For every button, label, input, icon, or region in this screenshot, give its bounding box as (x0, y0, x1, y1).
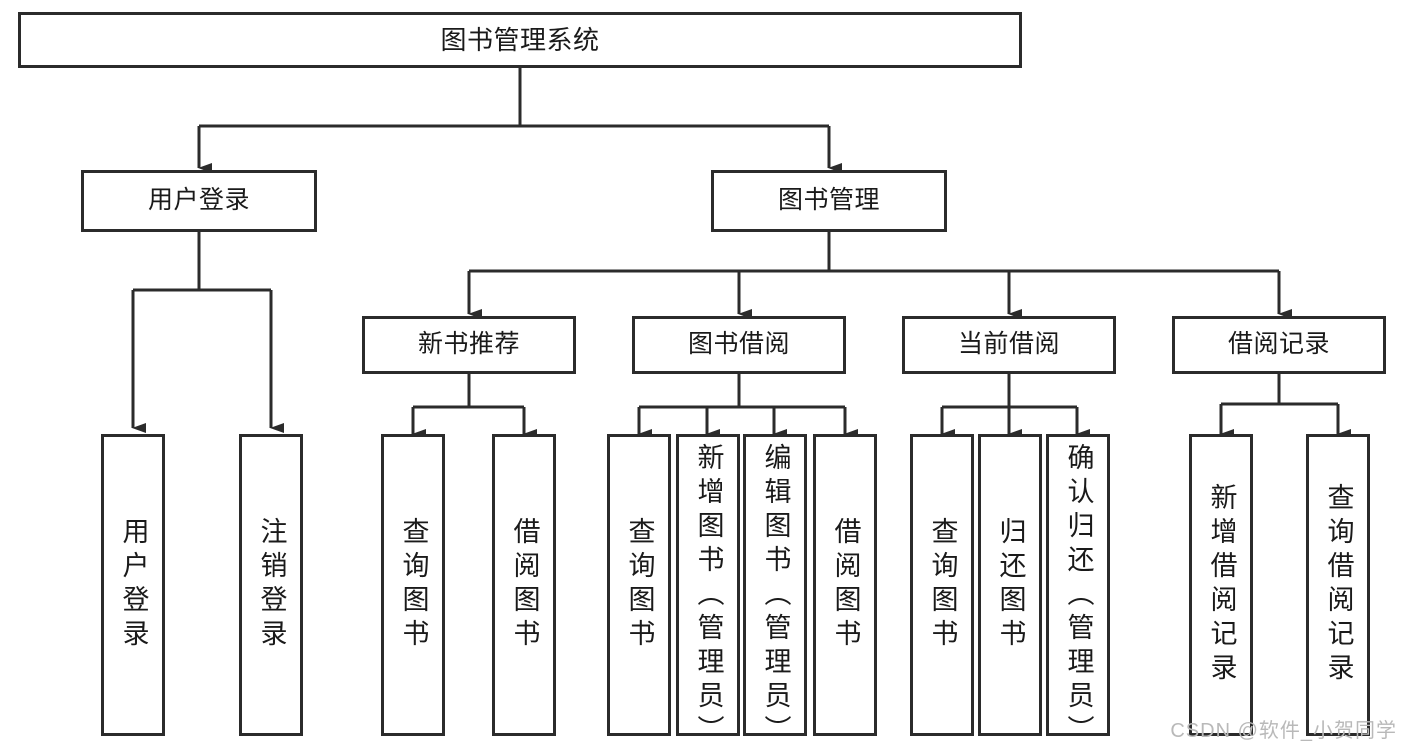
node-label: 借阅图书 (830, 517, 861, 653)
leaf-current-borrow-return-book[interactable]: 归还图书 (978, 434, 1042, 736)
node-label: 图书借阅 (687, 330, 790, 359)
node-current-borrow[interactable]: 当前借阅 (902, 316, 1116, 374)
node-label: 归还图书 (995, 517, 1026, 653)
leaf-borrow-record-query-record[interactable]: 查询借阅记录 (1306, 434, 1370, 736)
node-borrow-record[interactable]: 借阅记录 (1172, 316, 1386, 374)
node-label: 借阅记录 (1227, 330, 1330, 359)
leaf-book-borrow-query-book[interactable]: 查询图书 (607, 434, 671, 736)
leaf-current-borrow-query-book[interactable]: 查询图书 (910, 434, 974, 736)
leaf-book-borrow-edit-book-admin[interactable]: 编辑图书（管理员） (743, 434, 807, 747)
node-label: 查询图书 (927, 517, 958, 653)
node-new-book-recommend[interactable]: 新书推荐 (362, 316, 576, 374)
leaf-user-login-login[interactable]: 用户登录 (101, 434, 165, 736)
node-label: 查询借阅记录 (1323, 483, 1354, 687)
leaf-new-book-borrow-book[interactable]: 借阅图书 (492, 434, 556, 736)
node-label: 图书管理 (777, 186, 880, 215)
leaf-book-borrow-add-book-admin[interactable]: 新增图书（管理员） (676, 434, 740, 747)
node-label: 新增图书（管理员） (693, 443, 724, 747)
node-book-borrow[interactable]: 图书借阅 (632, 316, 846, 374)
node-label: 用户登录 (118, 517, 149, 653)
node-book-management[interactable]: 图书管理 (711, 170, 947, 232)
node-label: 借阅图书 (509, 517, 540, 653)
node-label: 确认归还（管理员） (1063, 443, 1094, 747)
node-label: 查询图书 (624, 517, 655, 653)
leaf-current-borrow-confirm-return-admin[interactable]: 确认归还（管理员） (1046, 434, 1110, 747)
node-label: 编辑图书（管理员） (760, 443, 791, 747)
node-label: 查询图书 (398, 517, 429, 653)
node-label: 图书管理系统 (440, 24, 600, 55)
leaf-borrow-record-add-record[interactable]: 新增借阅记录 (1189, 434, 1253, 736)
leaf-book-borrow-borrow-book[interactable]: 借阅图书 (813, 434, 877, 736)
node-label: 新增借阅记录 (1206, 483, 1237, 687)
node-label: 注销登录 (256, 517, 287, 653)
leaf-user-login-logout[interactable]: 注销登录 (239, 434, 303, 736)
node-label: 用户登录 (147, 186, 250, 215)
node-label: 当前借阅 (957, 330, 1060, 359)
csdn-watermark: CSDN @软件_小贺同学 (1170, 720, 1397, 742)
leaf-new-book-query-book[interactable]: 查询图书 (381, 434, 445, 736)
node-user-login[interactable]: 用户登录 (81, 170, 317, 232)
node-label: 新书推荐 (417, 330, 520, 359)
node-root-book-management-system[interactable]: 图书管理系统 (18, 12, 1022, 68)
